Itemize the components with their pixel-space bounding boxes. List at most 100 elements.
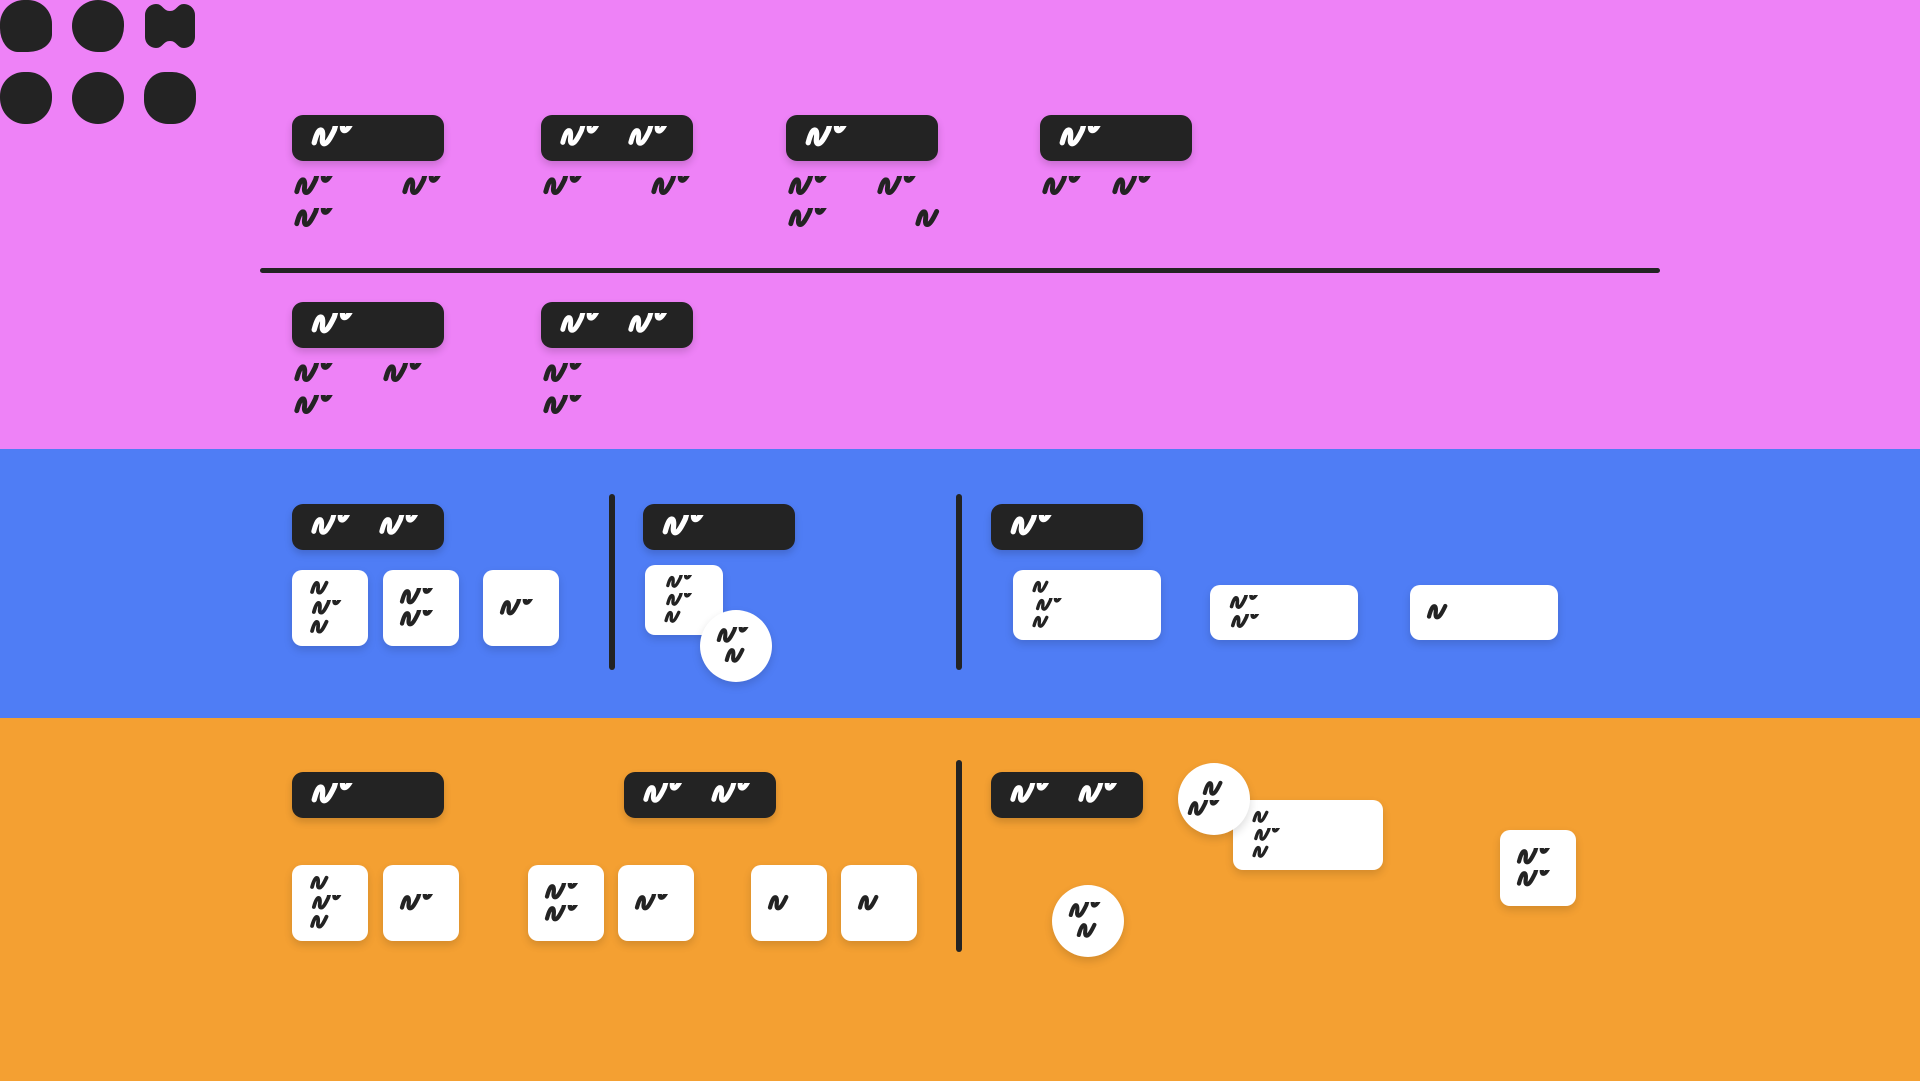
squiggle-placeholder-icon — [767, 894, 789, 911]
timeline-node-icon[interactable] — [90, 124, 120, 154]
timeline-node-icon[interactable] — [60, 124, 90, 154]
squiggle-placeholder-icon — [628, 126, 668, 147]
features-rule-3 — [956, 494, 962, 670]
dot-2[interactable] — [72, 0, 124, 52]
hero-secondary-label-2[interactable] — [541, 302, 693, 348]
dot-3[interactable] — [144, 0, 196, 52]
squiggle-placeholder-icon — [402, 176, 441, 196]
squiggle-placeholder-icon — [1187, 800, 1220, 816]
content-bubble-3[interactable] — [1233, 800, 1383, 870]
content-card-2-1[interactable] — [528, 865, 604, 941]
content-card-2-4[interactable] — [841, 865, 917, 941]
content-card-2-2[interactable] — [618, 865, 694, 941]
squiggle-placeholder-icon — [310, 915, 329, 929]
hero-label-4[interactable] — [1040, 115, 1192, 161]
features-card-1-3[interactable] — [483, 570, 559, 646]
squiggle-placeholder-icon — [1202, 780, 1223, 796]
squiggle-placeholder-icon — [294, 176, 333, 196]
squiggle-placeholder-icon — [805, 126, 847, 147]
squiggle-placeholder-icon — [1032, 616, 1049, 629]
hero-text-3 — [785, 176, 1015, 230]
dot-blob-icon — [145, 4, 195, 48]
hero-divider — [260, 268, 1660, 273]
squiggle-placeholder-icon — [543, 394, 582, 414]
squiggle-placeholder-icon — [1516, 847, 1551, 865]
hero-label-3[interactable] — [786, 115, 938, 161]
squiggle-placeholder-icon — [543, 176, 582, 196]
squiggle-placeholder-icon — [399, 587, 434, 605]
content-rule-3 — [956, 760, 962, 952]
squiggle-placeholder-icon — [383, 363, 422, 383]
squiggle-placeholder-icon — [788, 176, 827, 196]
features-card-1-1[interactable] — [292, 570, 368, 646]
squiggle-placeholder-icon — [294, 207, 333, 227]
squiggle-placeholder-icon — [544, 904, 579, 921]
squiggle-placeholder-icon — [1069, 902, 1101, 918]
content-card-2-3[interactable] — [751, 865, 827, 941]
squiggle-placeholder-icon — [310, 580, 329, 595]
dot-6[interactable] — [144, 72, 196, 124]
squiggle-placeholder-icon — [1010, 783, 1050, 804]
squiggle-placeholder-icon — [711, 783, 751, 804]
hero-label-1[interactable] — [292, 115, 444, 161]
hero-label-2[interactable] — [541, 115, 693, 161]
squiggle-placeholder-icon — [311, 894, 342, 910]
squiggle-placeholder-icon — [1059, 126, 1101, 147]
dot-5[interactable] — [72, 72, 124, 124]
squiggle-placeholder-icon — [634, 893, 669, 910]
features-card-3-1[interactable] — [1013, 570, 1161, 640]
squiggle-placeholder-icon — [499, 598, 534, 615]
hero-band — [0, 0, 1920, 449]
squiggle-placeholder-icon — [666, 575, 693, 588]
squiggle-placeholder-icon — [724, 647, 745, 663]
hero-text-2 — [540, 176, 770, 198]
timeline-node-icon[interactable] — [30, 124, 60, 154]
content-label-2[interactable] — [624, 772, 776, 818]
squiggle-placeholder-icon — [1032, 580, 1049, 593]
squiggle-placeholder-icon — [311, 126, 353, 147]
squiggle-placeholder-icon — [311, 599, 342, 615]
features-label-1[interactable] — [292, 504, 444, 550]
features-card-1-2[interactable] — [383, 570, 459, 646]
content-label-1[interactable] — [292, 772, 444, 818]
hero-text-1 — [291, 176, 521, 230]
content-card-far[interactable] — [1500, 830, 1576, 906]
squiggle-placeholder-icon — [311, 783, 353, 804]
content-avatar-a[interactable] — [1178, 763, 1250, 835]
content-card-1-2[interactable] — [383, 865, 459, 941]
squiggle-placeholder-icon — [1230, 614, 1260, 628]
squiggle-placeholder-icon — [311, 515, 351, 536]
timeline-node-icon[interactable] — [120, 124, 150, 154]
features-avatar-2[interactable] — [700, 610, 772, 682]
dot-1[interactable] — [0, 0, 52, 52]
features-label-2[interactable] — [643, 504, 795, 550]
squiggle-placeholder-icon — [666, 592, 693, 606]
squiggle-placeholder-icon — [560, 126, 600, 147]
squiggle-placeholder-icon — [1426, 603, 1448, 620]
squiggle-placeholder-icon — [1112, 176, 1151, 196]
content-avatar-b[interactable] — [1052, 885, 1124, 957]
features-label-3[interactable] — [991, 504, 1143, 550]
hero-secondary-label-1[interactable] — [292, 302, 444, 348]
squiggle-placeholder-icon — [544, 882, 579, 900]
squiggle-placeholder-icon — [788, 207, 827, 227]
features-card-3-2[interactable] — [1210, 585, 1358, 640]
content-card-1-1[interactable] — [292, 865, 368, 941]
hero-text-4 — [1039, 176, 1269, 198]
timeline-node-icon[interactable] — [0, 124, 30, 154]
squiggle-placeholder-icon — [1010, 515, 1052, 536]
features-rule-2 — [609, 494, 615, 670]
squiggle-placeholder-icon — [857, 894, 879, 911]
squiggle-placeholder-icon — [310, 875, 329, 890]
squiggle-placeholder-icon — [399, 893, 434, 910]
dot-4[interactable] — [0, 72, 52, 124]
squiggle-placeholder-icon — [379, 515, 419, 536]
squiggle-placeholder-icon — [1042, 176, 1081, 196]
squiggle-placeholder-icon — [628, 313, 668, 334]
squiggle-placeholder-icon — [1076, 922, 1097, 938]
features-card-3-3[interactable] — [1410, 585, 1558, 640]
squiggle-placeholder-icon — [311, 313, 353, 334]
content-label-3[interactable] — [991, 772, 1143, 818]
